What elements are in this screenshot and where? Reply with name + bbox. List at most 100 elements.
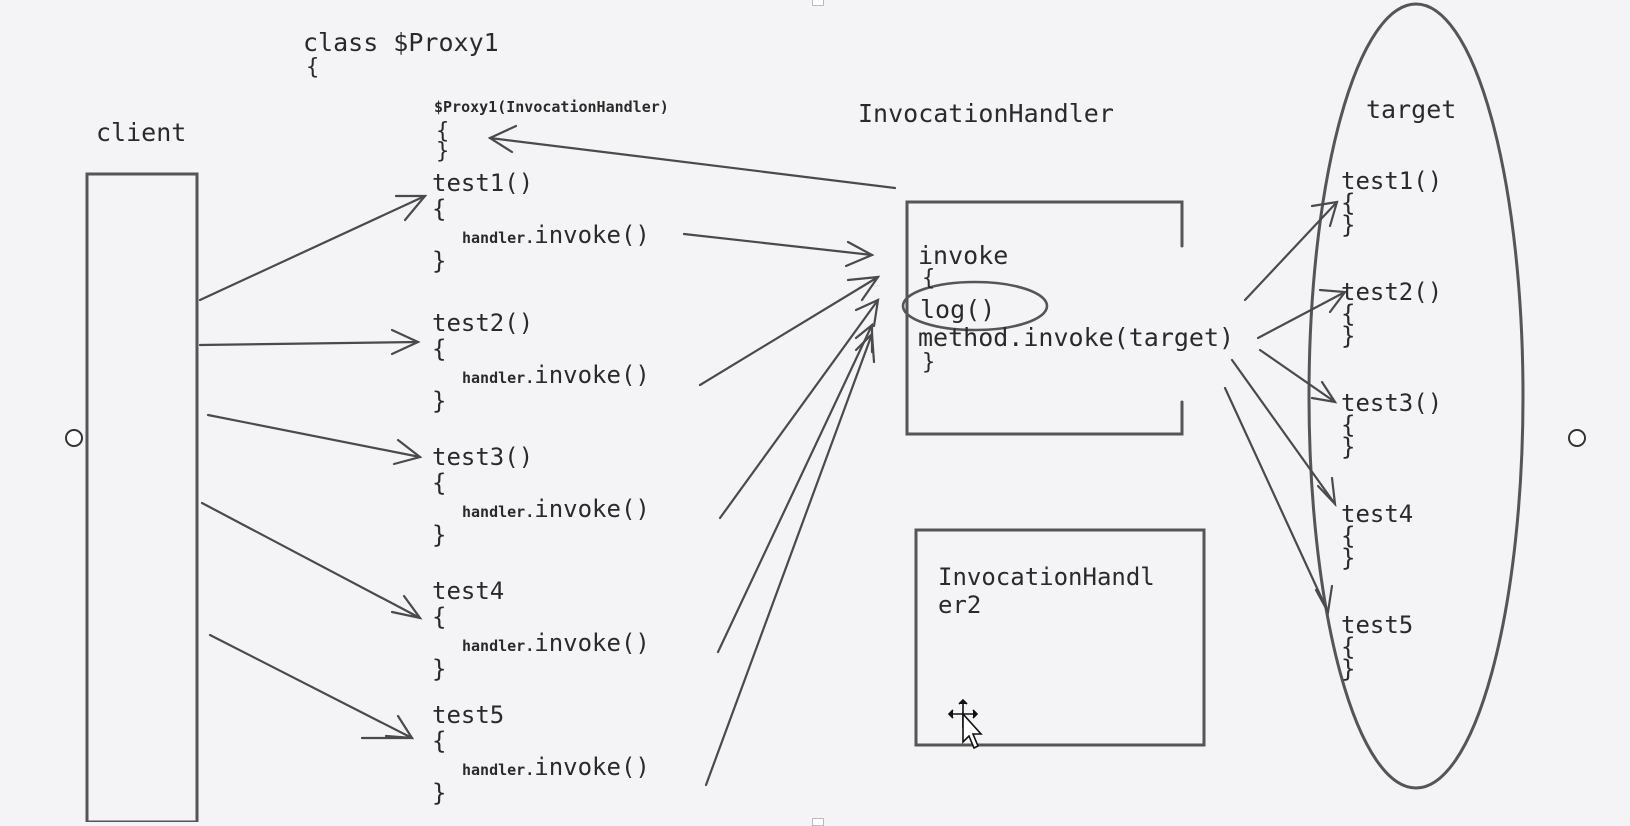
target-method-test5: test5 { } xyxy=(1341,611,1414,681)
handler-invoke-label: invoke xyxy=(918,241,1009,270)
handler-invoke-call: handler.invoke() xyxy=(432,222,650,248)
arrowhead-client-test3 xyxy=(392,438,423,466)
arrowhead-target1 xyxy=(1310,200,1339,228)
arrow-invoke5-handler xyxy=(704,332,874,787)
open-brace: { xyxy=(1341,300,1356,328)
call-name: invoke() xyxy=(534,221,650,249)
arrowhead-constructor xyxy=(487,124,518,154)
close-brace: } xyxy=(1341,433,1356,461)
target-method-test2: test2() { } xyxy=(1341,278,1443,348)
open-brace: { xyxy=(432,727,447,755)
selection-tick-bottom xyxy=(812,818,824,826)
arrow-handler-target2 xyxy=(1256,290,1347,340)
resize-handle-right[interactable] xyxy=(1568,429,1586,447)
method-name: test2() xyxy=(432,309,534,337)
constructor-signature: $Proxy1(InvocationHandler) xyxy=(434,98,669,116)
arrow-handler-target3 xyxy=(1258,348,1337,404)
call-prefix: handler. xyxy=(462,761,535,779)
method-name: test5 xyxy=(432,701,505,729)
open-brace: { xyxy=(432,603,447,631)
open-brace: { xyxy=(432,335,447,363)
close-brace: } xyxy=(432,521,447,549)
call-name: invoke() xyxy=(534,361,650,389)
invoke-to-handler-arrows xyxy=(682,232,881,787)
arrow-client-test3 xyxy=(206,413,422,459)
arrow-handler-target5 xyxy=(1223,386,1330,614)
client-label: client xyxy=(96,118,187,147)
proxy-method-test2: test2() { handler.invoke() } xyxy=(432,310,650,414)
method-name: test1() xyxy=(1341,167,1443,195)
invocation-handler2-label: InvocationHandler2 xyxy=(938,563,1155,619)
arrowhead-client-test4 xyxy=(390,594,423,620)
arrowhead-invoke5 xyxy=(854,331,876,364)
method-name: test5 xyxy=(1341,611,1414,639)
proxy-method-test4: test4 { handler.invoke() } xyxy=(432,578,650,682)
open-brace: { xyxy=(1341,633,1356,661)
method-name: test4 xyxy=(1341,500,1414,528)
handler-invoke-call: handler.invoke() xyxy=(432,362,650,388)
arrow-invoke1-handler xyxy=(682,232,874,257)
arrow-handler-target4 xyxy=(1230,358,1337,506)
arrow-client-test5 xyxy=(208,633,414,740)
close-brace: } xyxy=(1341,544,1356,572)
handler-to-target-arrows xyxy=(1223,200,1348,616)
handler-method-invoke: method.invoke(target) xyxy=(918,323,1235,352)
target-method-test1: test1() { } xyxy=(1341,167,1443,239)
proxy-method-test5: test5 { handler.invoke() } xyxy=(432,702,650,806)
handler-log-call: log() xyxy=(920,295,996,324)
client-to-proxy-arrows xyxy=(198,194,428,740)
call-prefix: handler. xyxy=(462,229,535,247)
open-brace: { xyxy=(1341,411,1356,439)
close-brace: } xyxy=(1341,211,1356,239)
proxy-method-test3: test3() { handler.invoke() } xyxy=(432,444,650,548)
method-name: test2() xyxy=(1341,278,1443,306)
client-box xyxy=(85,172,199,822)
call-prefix: handler. xyxy=(462,503,535,521)
arrowhead-target3 xyxy=(1310,380,1338,404)
method-name: test3() xyxy=(432,443,534,471)
arrow-client-test4 xyxy=(200,501,422,620)
invocation-handler2-box xyxy=(914,528,1206,747)
resize-handle-left[interactable] xyxy=(65,429,83,447)
close-brace: } xyxy=(432,247,447,275)
arrow-invoke4-handler xyxy=(716,323,874,654)
arrowhead-client-test1 xyxy=(394,194,428,222)
target-method-test4: test4 { } xyxy=(1341,500,1414,572)
target-title: target xyxy=(1366,95,1457,124)
call-name: invoke() xyxy=(534,753,650,781)
log-highlight-ellipse xyxy=(901,280,1049,332)
target-ellipse xyxy=(1307,2,1525,790)
close-brace: } xyxy=(432,655,447,683)
open-brace: { xyxy=(1341,522,1356,550)
constructor-close-brace: } xyxy=(436,139,450,164)
call-prefix: handler. xyxy=(462,369,535,387)
open-brace: { xyxy=(1341,189,1356,217)
arrowhead-target4 xyxy=(1316,476,1337,508)
move-cursor-icon xyxy=(947,698,983,750)
invocation-handler-title: InvocationHandler xyxy=(858,99,1114,128)
open-brace: { xyxy=(432,195,447,223)
method-name: test1() xyxy=(432,169,534,197)
target-method-test3: test3() { } xyxy=(1341,389,1443,461)
handler-open-brace: { xyxy=(922,266,936,291)
call-name: invoke() xyxy=(534,629,650,657)
arrow-invoke3-handler xyxy=(718,298,880,520)
arrowhead-invoke3 xyxy=(854,298,880,328)
class-declaration: class $Proxy1 xyxy=(303,28,499,57)
arrow-client-test2 xyxy=(198,340,420,347)
arrowhead-invoke2 xyxy=(846,275,881,302)
arrow-invoke2-handler xyxy=(698,275,880,387)
method-name: test3() xyxy=(1341,389,1443,417)
handler-close-brace: } xyxy=(922,350,936,375)
arrow-handler-target1 xyxy=(1243,200,1339,302)
close-brace: } xyxy=(432,387,447,415)
arrow-client-test1 xyxy=(198,194,427,302)
open-brace: { xyxy=(432,469,447,497)
method-name: test4 xyxy=(432,577,505,605)
close-brace: } xyxy=(432,779,447,807)
invocation-handler-box xyxy=(905,200,1184,436)
class-open-brace: { xyxy=(306,55,320,80)
selection-tick-top xyxy=(812,0,824,6)
